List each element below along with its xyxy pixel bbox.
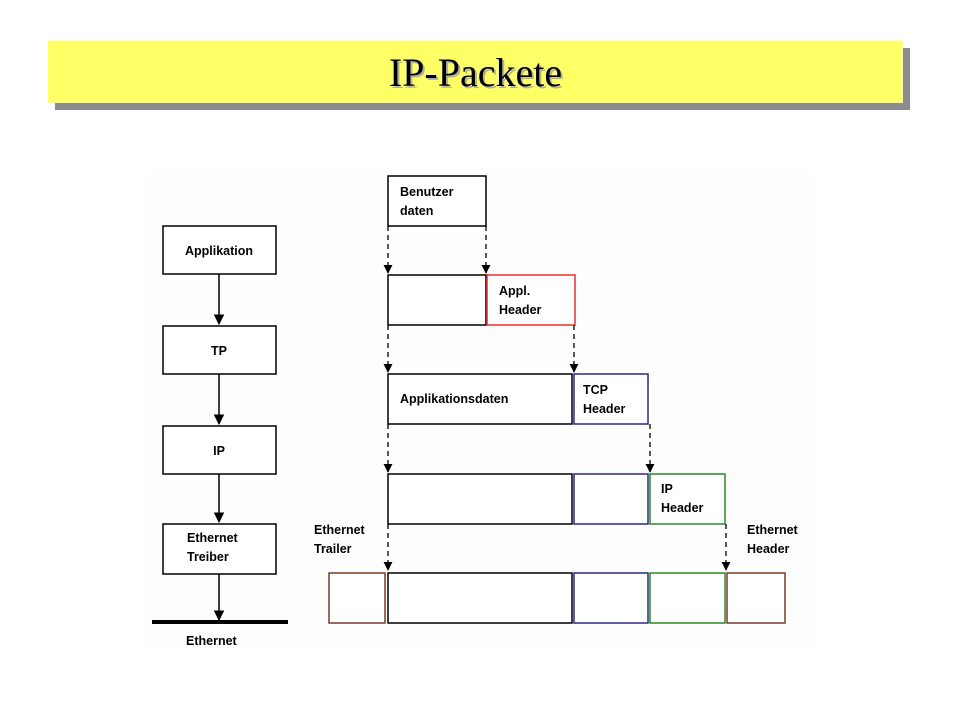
stack-box-ethernet-treiber bbox=[162, 523, 277, 575]
label-tcp-header-line2: Header bbox=[583, 402, 626, 416]
stack-label-applikation: Applikation bbox=[185, 244, 253, 258]
label-eth-trailer-line1: Ethernet bbox=[314, 523, 366, 537]
protocol-stack: Applikation TP IP Ethernet Treiber Ether… bbox=[152, 225, 288, 648]
box-frame-data bbox=[387, 572, 573, 624]
label-eth-trailer-line2: Trailer bbox=[314, 542, 352, 556]
box-ethernet-header bbox=[726, 572, 786, 624]
label-benutzer-line2: daten bbox=[400, 204, 433, 218]
encapsulation: Benutzer daten Appl. Header Applikations… bbox=[314, 175, 799, 624]
stack-box-tp bbox=[162, 325, 277, 375]
box-ip-header bbox=[649, 473, 726, 525]
box-row1-data bbox=[387, 274, 487, 326]
label-appl-header-line2: Header bbox=[499, 303, 542, 317]
stack-label-tp: TP bbox=[211, 344, 227, 358]
slide-title: IP-Packete bbox=[388, 49, 563, 95]
stack-label-treiber-line2: Treiber bbox=[187, 550, 229, 564]
label-applikationsdaten: Applikationsdaten bbox=[400, 392, 508, 406]
label-eth-header-line2: Header bbox=[747, 542, 790, 556]
label-tcp-header-line1: TCP bbox=[583, 383, 608, 397]
label-benutzer-line1: Benutzer bbox=[400, 185, 454, 199]
stack-label-treiber-line1: Ethernet bbox=[187, 531, 239, 545]
box-frame-ip bbox=[649, 572, 726, 624]
label-eth-header-line1: Ethernet bbox=[747, 523, 799, 537]
box-ethernet-trailer bbox=[328, 572, 386, 624]
label-ip-header-line1: IP bbox=[661, 482, 673, 496]
stack-box-applikation bbox=[162, 225, 277, 275]
box-frame-tcp bbox=[573, 572, 649, 624]
box-row3-tcp bbox=[573, 473, 649, 525]
box-benutzerdaten bbox=[387, 175, 487, 227]
box-row3-data bbox=[387, 473, 573, 525]
title-bar: IP-Packete bbox=[48, 41, 903, 103]
box-tcp-header bbox=[573, 373, 649, 425]
label-ip-header-line2: Header bbox=[661, 501, 704, 515]
stack-label-medium: Ethernet bbox=[186, 634, 238, 648]
box-appl-header bbox=[486, 274, 576, 326]
label-appl-header-line1: Appl. bbox=[499, 284, 530, 298]
stack-label-ip: IP bbox=[213, 444, 225, 458]
box-applikationsdaten bbox=[387, 373, 573, 425]
